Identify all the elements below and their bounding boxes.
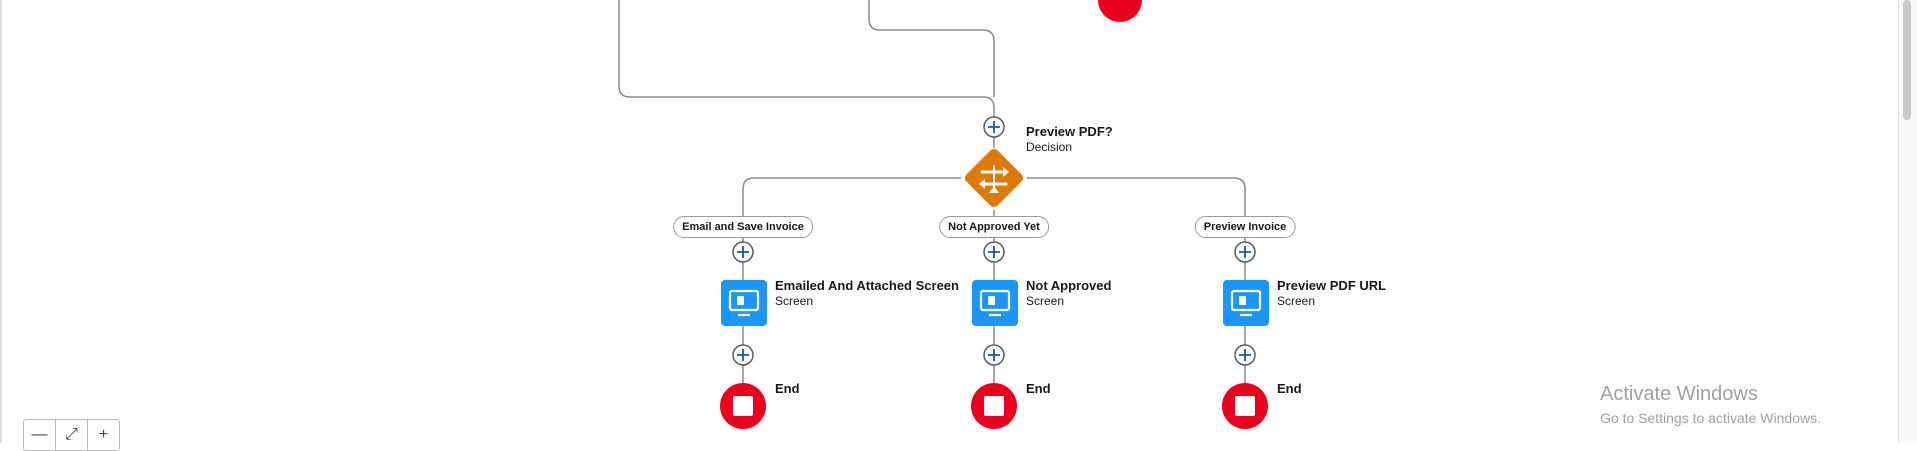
screen-title-3: Preview PDF URL bbox=[1277, 278, 1387, 293]
add-element-button-branch-1-top[interactable] bbox=[732, 241, 754, 263]
activate-windows-watermark: Activate Windows Go to Settings to activ… bbox=[1600, 383, 1821, 426]
end-node-top-partial[interactable] bbox=[1098, 0, 1142, 22]
branch-label-2[interactable]: Not Approved Yet bbox=[939, 216, 1049, 238]
monitor-icon bbox=[728, 289, 760, 317]
stop-icon bbox=[733, 396, 753, 416]
add-element-button-branch-2-top[interactable] bbox=[983, 241, 1005, 263]
scrollbar-thumb[interactable] bbox=[1903, 0, 1911, 120]
fit-view-button[interactable]: ⤢ bbox=[56, 420, 88, 450]
watermark-subtitle: Go to Settings to activate Windows. bbox=[1600, 410, 1821, 426]
decision-title: Preview PDF? bbox=[1026, 124, 1113, 139]
end-label-2: End bbox=[1026, 381, 1051, 396]
branch-label-3[interactable]: Preview Invoice bbox=[1194, 216, 1296, 238]
stop-icon bbox=[1235, 396, 1255, 416]
decision-branch-left bbox=[742, 177, 961, 216]
end-node-branch-2[interactable] bbox=[971, 383, 1017, 429]
add-element-button-branch-2-bottom[interactable] bbox=[983, 344, 1005, 366]
monitor-icon bbox=[979, 289, 1011, 317]
connector-lines bbox=[618, 0, 1246, 396]
end-node-branch-3[interactable] bbox=[1222, 383, 1268, 429]
decision-branch-right bbox=[1027, 177, 1246, 216]
decision-signpost-icon bbox=[979, 165, 1009, 193]
end-label-3: End bbox=[1277, 381, 1302, 396]
screen-node-not-approved[interactable] bbox=[972, 280, 1018, 326]
branch-label-1[interactable]: Email and Save Invoice bbox=[673, 216, 813, 238]
add-element-button-decision[interactable] bbox=[983, 116, 1005, 138]
monitor-icon bbox=[1230, 289, 1262, 317]
zoom-in-button[interactable]: + bbox=[98, 426, 109, 443]
incoming-connector-right bbox=[868, 0, 995, 97]
zoom-controls: — ⤢ + bbox=[23, 419, 120, 451]
watermark-title: Activate Windows bbox=[1600, 383, 1758, 405]
screen-type-3: Screen bbox=[1277, 294, 1316, 308]
vertical-scrollbar[interactable] bbox=[1898, 0, 1917, 443]
screen-node-preview-pdf-url[interactable] bbox=[1223, 280, 1269, 326]
decision-node[interactable] bbox=[963, 147, 1025, 209]
end-node-branch-1[interactable] bbox=[720, 383, 766, 429]
zoom-out-button[interactable]: — bbox=[24, 420, 56, 450]
add-element-button-branch-1-bottom[interactable] bbox=[732, 344, 754, 366]
screen-title-1: Emailed And Attached Screen bbox=[775, 278, 959, 293]
screen-type-1: Screen bbox=[775, 294, 814, 308]
screen-type-2: Screen bbox=[1026, 294, 1065, 308]
canvas-left-border bbox=[0, 0, 2, 443]
stop-icon bbox=[984, 396, 1004, 416]
screen-node-emailed-and-attached[interactable] bbox=[721, 280, 767, 326]
screen-title-2: Not Approved bbox=[1026, 278, 1112, 293]
incoming-connector-left bbox=[618, 0, 995, 117]
decision-type-label: Decision bbox=[1026, 140, 1073, 154]
add-element-button-branch-3-bottom[interactable] bbox=[1234, 344, 1256, 366]
add-element-button-branch-3-top[interactable] bbox=[1234, 241, 1256, 263]
end-label-1: End bbox=[775, 381, 800, 396]
